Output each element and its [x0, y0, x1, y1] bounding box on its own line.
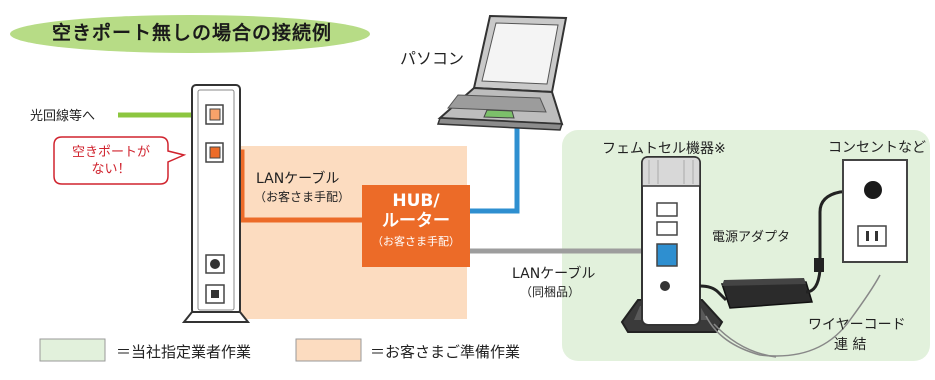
power-adapter-label: 電源アダプタ: [712, 230, 791, 245]
wire-cord-label: ワイヤーコード: [808, 317, 906, 333]
femtocell-device: [620, 156, 724, 333]
wire-cord-2: [713, 323, 777, 358]
legend-orange-label: ＝お客さまご準備作業: [370, 343, 521, 361]
cord-clip: [814, 258, 824, 272]
title-pill: [10, 15, 370, 53]
legend-green-label: ＝当社指定業者作業: [116, 343, 252, 361]
hub-router-box: [362, 185, 470, 267]
no-port-line-1: 空きポートが: [71, 145, 150, 160]
no-port-line-2: ない！: [91, 162, 131, 177]
hub-line-2: ルーター: [382, 211, 450, 231]
legend-orange-swatch: [295, 338, 362, 362]
power-outlet: [842, 159, 908, 263]
femtocell-label: フェムトセル機器※: [602, 141, 726, 157]
lan-cable-2-label: LANケーブル: [512, 266, 596, 282]
hub-sub: （お客さま手配）: [372, 235, 460, 248]
no-port-callout: [53, 136, 187, 185]
lan-cable-1-sub: （お客さま手配）: [254, 190, 351, 204]
power-cord: [699, 284, 728, 302]
outlet-label: コンセントなど: [828, 140, 926, 156]
legend-green-swatch: [39, 338, 106, 362]
pc-label: パソコン: [400, 49, 465, 68]
lan-cable-blue: [470, 120, 520, 214]
modem-device: [181, 84, 251, 323]
lan-cable-1-label: LANケーブル: [256, 171, 340, 187]
laptop-icon: [436, 14, 568, 131]
connection-label: 連 結: [834, 337, 867, 353]
adapter-cord: [805, 188, 865, 294]
hub-router-text: HUB/ ルーター （お客さま手配）: [362, 191, 470, 252]
wire-cord: [705, 274, 881, 357]
lan-cable-2-sub: （同梱品）: [520, 285, 581, 299]
diagram-title: 空きポート無しの場合の接続例: [51, 22, 332, 44]
no-port-text: 空きポートが ない！: [50, 144, 172, 178]
power-adapter: [720, 278, 813, 309]
hub-line-1: HUB/: [392, 191, 440, 211]
fiber-label: 光回線等へ: [30, 109, 96, 124]
